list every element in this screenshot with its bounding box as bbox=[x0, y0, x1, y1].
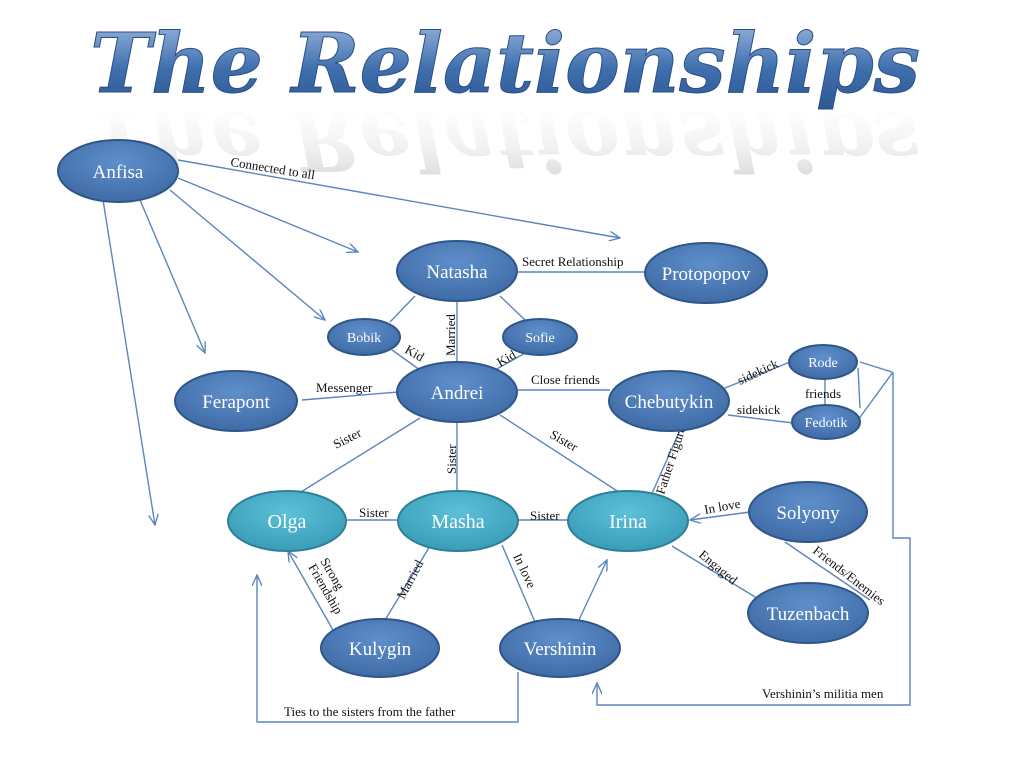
label-messenger: Messenger bbox=[316, 380, 373, 395]
node-ferapont[interactable]: Ferapont bbox=[174, 370, 298, 432]
node-sofie[interactable]: Sofie bbox=[502, 318, 578, 356]
label-father-figure: Father Figure bbox=[653, 424, 689, 496]
edge-anfisa-down bbox=[102, 199, 155, 525]
edge-kulygin-olga bbox=[288, 551, 334, 631]
label-olga-masha-sister: Sister bbox=[359, 505, 389, 520]
node-masha-label: Masha bbox=[431, 511, 484, 533]
nodes: Anfisa Natasha Protopopov Bobik Sofie An… bbox=[57, 139, 869, 678]
label-militia-men: Vershinin’s militia men bbox=[762, 686, 884, 701]
label-married-natasha: Married bbox=[443, 314, 458, 356]
node-tuzenbach[interactable]: Tuzenbach bbox=[747, 582, 869, 644]
edge-fedotik-right bbox=[857, 371, 894, 421]
node-vershinin[interactable]: Vershinin bbox=[499, 618, 621, 678]
node-anfisa-label: Anfisa bbox=[93, 162, 144, 183]
edge-anfisa-protopopov bbox=[177, 159, 620, 238]
label-friends: friends bbox=[805, 386, 841, 401]
label-sister-olga: Sister bbox=[331, 425, 365, 452]
node-bobik[interactable]: Bobik bbox=[327, 318, 401, 356]
node-kulygin[interactable]: Kulygin bbox=[320, 618, 440, 678]
edge-andrei-irina bbox=[499, 414, 629, 499]
edge-kulygin-masha bbox=[381, 545, 431, 626]
node-solyony-label: Solyony bbox=[776, 503, 840, 524]
node-rode[interactable]: Rode bbox=[788, 344, 858, 380]
label-sister-masha: Sister bbox=[444, 444, 459, 474]
label-sidekick-rode: sidekick bbox=[735, 356, 781, 388]
edge-irina-tuzenbach bbox=[671, 545, 761, 601]
edge-vershinin-irina bbox=[577, 560, 607, 623]
node-protopopov[interactable]: Protopopov bbox=[644, 242, 768, 304]
title-group: The Relationships The Relationships bbox=[90, 16, 921, 189]
node-natasha-label: Natasha bbox=[426, 262, 488, 283]
node-vershinin-label: Vershinin bbox=[524, 639, 597, 660]
label-in-love-solyony: In love bbox=[703, 496, 742, 517]
edge-natasha-sofie bbox=[499, 295, 528, 323]
label-ties-to-sisters: Ties to the sisters from the father bbox=[284, 704, 456, 719]
edge-masha-vershinin bbox=[501, 544, 536, 623]
node-tuzenbach-label: Tuzenbach bbox=[767, 604, 850, 625]
edge-anfisa-bobik bbox=[169, 189, 325, 320]
edge-rode-right bbox=[859, 361, 893, 373]
node-natasha[interactable]: Natasha bbox=[396, 240, 518, 302]
node-kulygin-label: Kulygin bbox=[349, 639, 412, 660]
edge-andrei-olga bbox=[287, 417, 421, 501]
node-protopopov-label: Protopopov bbox=[662, 264, 751, 285]
edge-bobik-andrei bbox=[391, 349, 421, 371]
node-andrei[interactable]: Andrei bbox=[396, 361, 518, 423]
edge-sofie-andrei bbox=[494, 351, 528, 371]
node-solyony[interactable]: Solyony bbox=[748, 481, 868, 543]
label-sister-irina: Sister bbox=[548, 427, 582, 455]
node-olga-label: Olga bbox=[268, 511, 307, 533]
node-chebutykin-label: Chebutykin bbox=[625, 392, 714, 413]
node-chebutykin[interactable]: Chebutykin bbox=[608, 370, 730, 432]
node-rode-label: Rode bbox=[808, 356, 838, 371]
label-in-love-vershinin: In love bbox=[510, 551, 539, 591]
edge-chebutykin-rode bbox=[719, 361, 791, 391]
edge-andrei-ferapont bbox=[301, 391, 399, 401]
node-anfisa[interactable]: Anfisa bbox=[57, 139, 179, 203]
node-olga[interactable]: Olga bbox=[227, 490, 347, 552]
node-andrei-label: Andrei bbox=[431, 383, 484, 404]
node-fedotik[interactable]: Fedotik bbox=[791, 404, 861, 440]
label-masha-irina-sister: Sister bbox=[530, 508, 560, 523]
page-title: The Relationships bbox=[90, 16, 920, 112]
node-fedotik-label: Fedotik bbox=[805, 416, 848, 431]
edge-natasha-bobik bbox=[389, 295, 416, 323]
node-sofie-label: Sofie bbox=[525, 331, 555, 346]
label-engaged: Engaged bbox=[696, 547, 741, 588]
label-married-kulygin: Married bbox=[393, 557, 426, 601]
edge-solyony-irina bbox=[690, 511, 751, 520]
label-kid-bobik: Kid bbox=[403, 342, 428, 365]
edge-anfisa-ferapont bbox=[139, 199, 205, 353]
edge-rode-fedotik-side bbox=[857, 367, 861, 409]
label-secret-relationship: Secret Relationship bbox=[522, 254, 623, 269]
node-ferapont-label: Ferapont bbox=[202, 392, 270, 413]
edge-chebutykin-irina bbox=[649, 429, 681, 499]
node-bobik-label: Bobik bbox=[347, 331, 381, 346]
node-masha[interactable]: Masha bbox=[397, 490, 519, 552]
node-irina[interactable]: Irina bbox=[567, 490, 689, 552]
label-close-friends: Close friends bbox=[531, 372, 600, 387]
edge-chebutykin-fedotik bbox=[727, 414, 794, 424]
label-sidekick-fedotik: sidekick bbox=[737, 402, 781, 417]
title-reflection: The Relationships bbox=[90, 92, 920, 188]
node-irina-label: Irina bbox=[609, 511, 647, 533]
edge-vershinin-olga bbox=[257, 575, 519, 723]
edge-rode-militia bbox=[597, 372, 911, 706]
edges bbox=[102, 159, 911, 723]
edge-solyony-tuzenbach bbox=[784, 541, 871, 601]
edge-anfisa-natasha-area bbox=[177, 177, 358, 252]
